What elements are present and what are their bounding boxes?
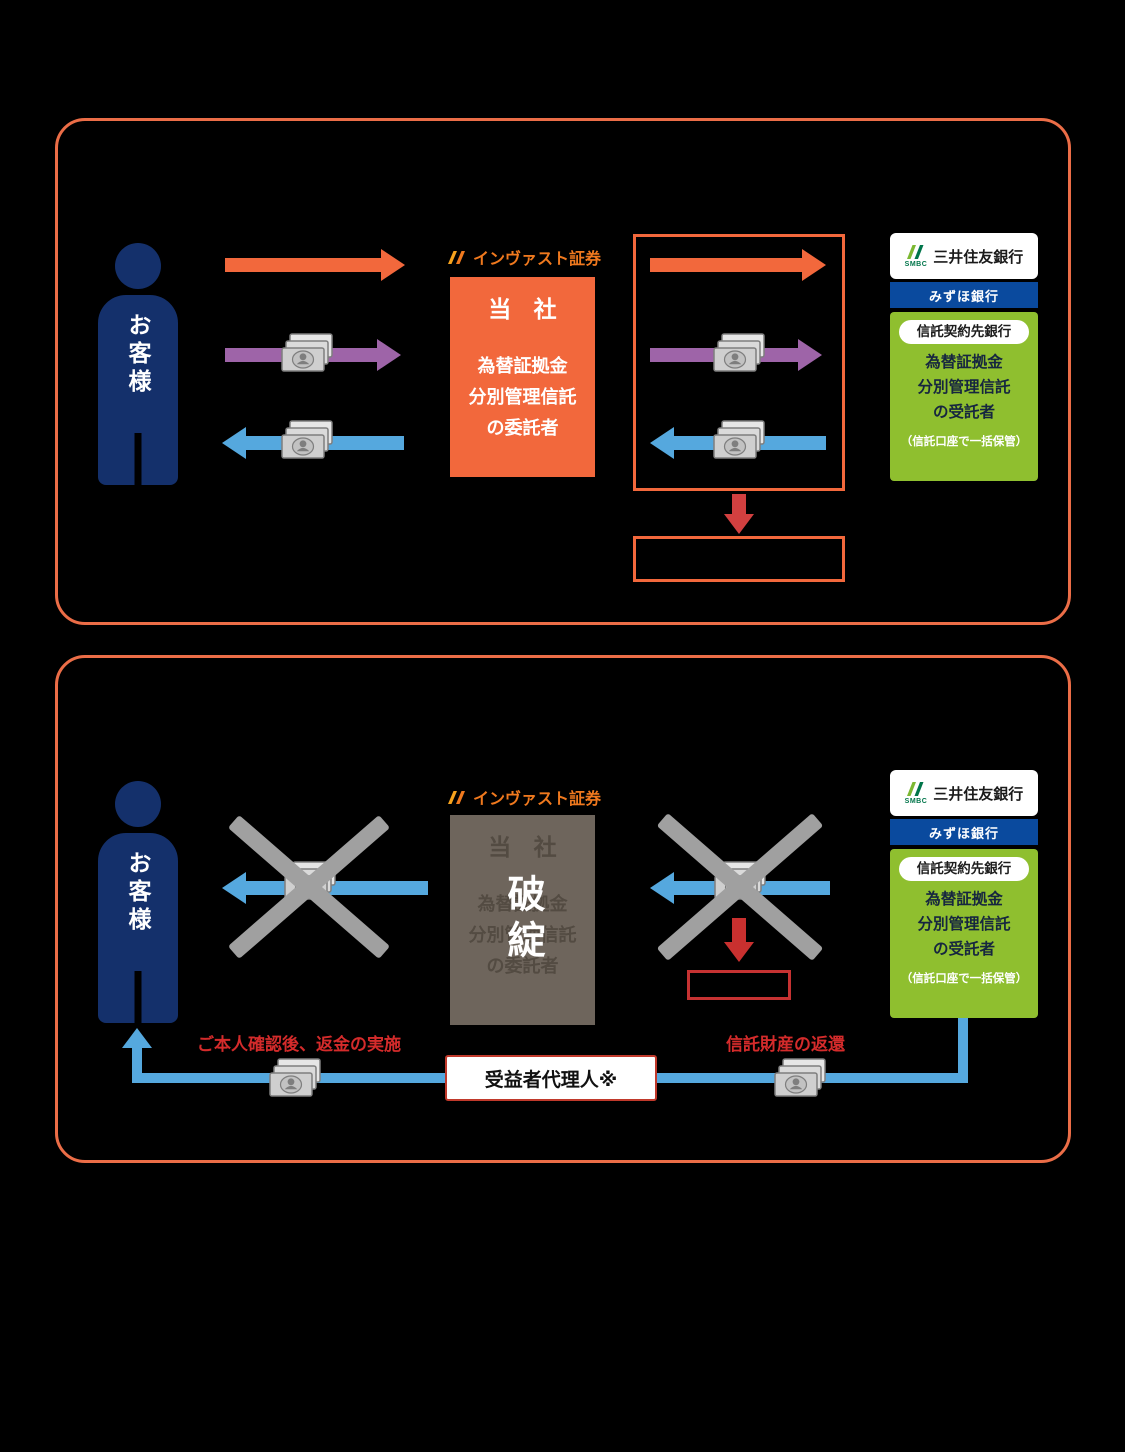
up-arrow-icon [132,1048,142,1075]
trust-bank-line: の受託者 [932,941,995,958]
company-box: 当 社 為替証拠金 分別管理信託 の委託者 [450,277,595,477]
trust-bank-line: 為替証拠金 [925,354,1003,371]
smbc-logo-icon: SMBC [905,244,928,268]
customer-label: お客様 [125,313,151,397]
trust-bank-box: 信託契約先銀行 為替証拠金 分別管理信託 の受託者 （信託口座で一括保管） [890,849,1038,1018]
company-line: の委託者 [486,956,559,976]
invast-logo-text: インヴァスト証券 [473,791,602,808]
smbc-bank-name: 三井住友銀行 [933,785,1024,803]
arrow-right-orange [225,258,381,272]
company-box-bankrupt: 当 社 為替証拠金 分別管理信託 の委託者 破綻 [450,815,595,1025]
invast-logo-text: インヴァスト証券 [473,251,602,268]
beneficiary-agent-label: 受益者代理人※ [484,1069,618,1091]
company-line: 分別管理信託 [468,925,577,945]
person-head [115,243,161,289]
invast-logo-icon [448,790,468,805]
customer-person-icon: お客様 [98,243,178,485]
mizuho-bank-name: みずほ銀行 [928,288,999,304]
mizuho-bank-logo: みずほ銀行 [890,819,1038,845]
company-title: 当 社 [488,834,565,860]
trust-bank-line: 分別管理信託 [917,916,1011,933]
smbc-bank-logo: SMBC 三井住友銀行 [890,770,1038,816]
invast-logo: インヴァスト証券 [448,245,601,269]
bankruptcy-label: 破綻 [501,874,543,966]
smbc-bank-logo: SMBC 三井住友銀行 [890,233,1038,279]
smbc-bank-name: 三井住友銀行 [933,248,1024,266]
money-icon [713,420,765,460]
smbc-mark-text: SMBC [904,261,928,268]
trust-bank-line: の受託者 [932,404,995,421]
company-line: 為替証拠金 [477,356,568,376]
smbc-logo-icon: SMBC [905,781,928,805]
panel-bankruptcy-case [55,655,1071,1163]
down-arrow-icon [732,918,746,942]
flow-line-vertical-right [958,1017,968,1078]
mizuho-bank-name: みずほ銀行 [928,825,999,841]
money-icon [281,420,333,460]
company-line: の委託者 [486,418,559,438]
person-torso: お客様 [98,295,178,485]
money-icon [269,1058,321,1098]
refund-note-frame [687,970,791,1000]
trust-return-label: 信託財産の返還 [726,1035,845,1054]
money-icon [281,333,333,373]
trust-bank-line: 為替証拠金 [925,891,1003,908]
customer-label: お客様 [125,851,151,935]
cross-x-icon [227,814,391,960]
person-head [115,781,161,827]
arrow-right-orange [650,258,802,272]
person-torso: お客様 [98,833,178,1023]
money-icon [774,1058,826,1098]
trust-bank-pill: 信託契約先銀行 [899,857,1029,881]
person-legs [134,971,142,1023]
invast-logo-icon [448,250,468,265]
mizuho-bank-logo: みずほ銀行 [890,282,1038,308]
smbc-mark-text: SMBC [904,798,928,805]
trust-transfer-frame [633,234,845,491]
trust-bank-note: （信託口座で一括保管） [900,973,1028,985]
beneficiary-agent-box: 受益者代理人※ [445,1055,657,1101]
down-arrow-icon [732,494,746,514]
person-legs [134,433,142,485]
company-title: 当 社 [488,296,565,322]
customer-person-icon: お客様 [98,781,178,1023]
refund-label: ご本人確認後、返金の実施 [197,1035,401,1054]
company-line: 為替証拠金 [477,894,568,914]
money-icon [713,333,765,373]
smbc-mark [906,244,926,260]
panel-normal-operation [55,118,1071,625]
trust-bank-box: 信託契約先銀行 為替証拠金 分別管理信託 の受託者 （信託口座で一括保管） [890,312,1038,481]
trust-bank-pill: 信託契約先銀行 [899,320,1029,344]
invast-logo: インヴァスト証券 [448,785,601,809]
smbc-mark [906,781,926,797]
company-line: 分別管理信託 [468,387,577,407]
trust-note-frame [633,536,845,582]
trust-bank-line: 分別管理信託 [917,379,1011,396]
trust-bank-note: （信託口座で一括保管） [900,436,1028,448]
